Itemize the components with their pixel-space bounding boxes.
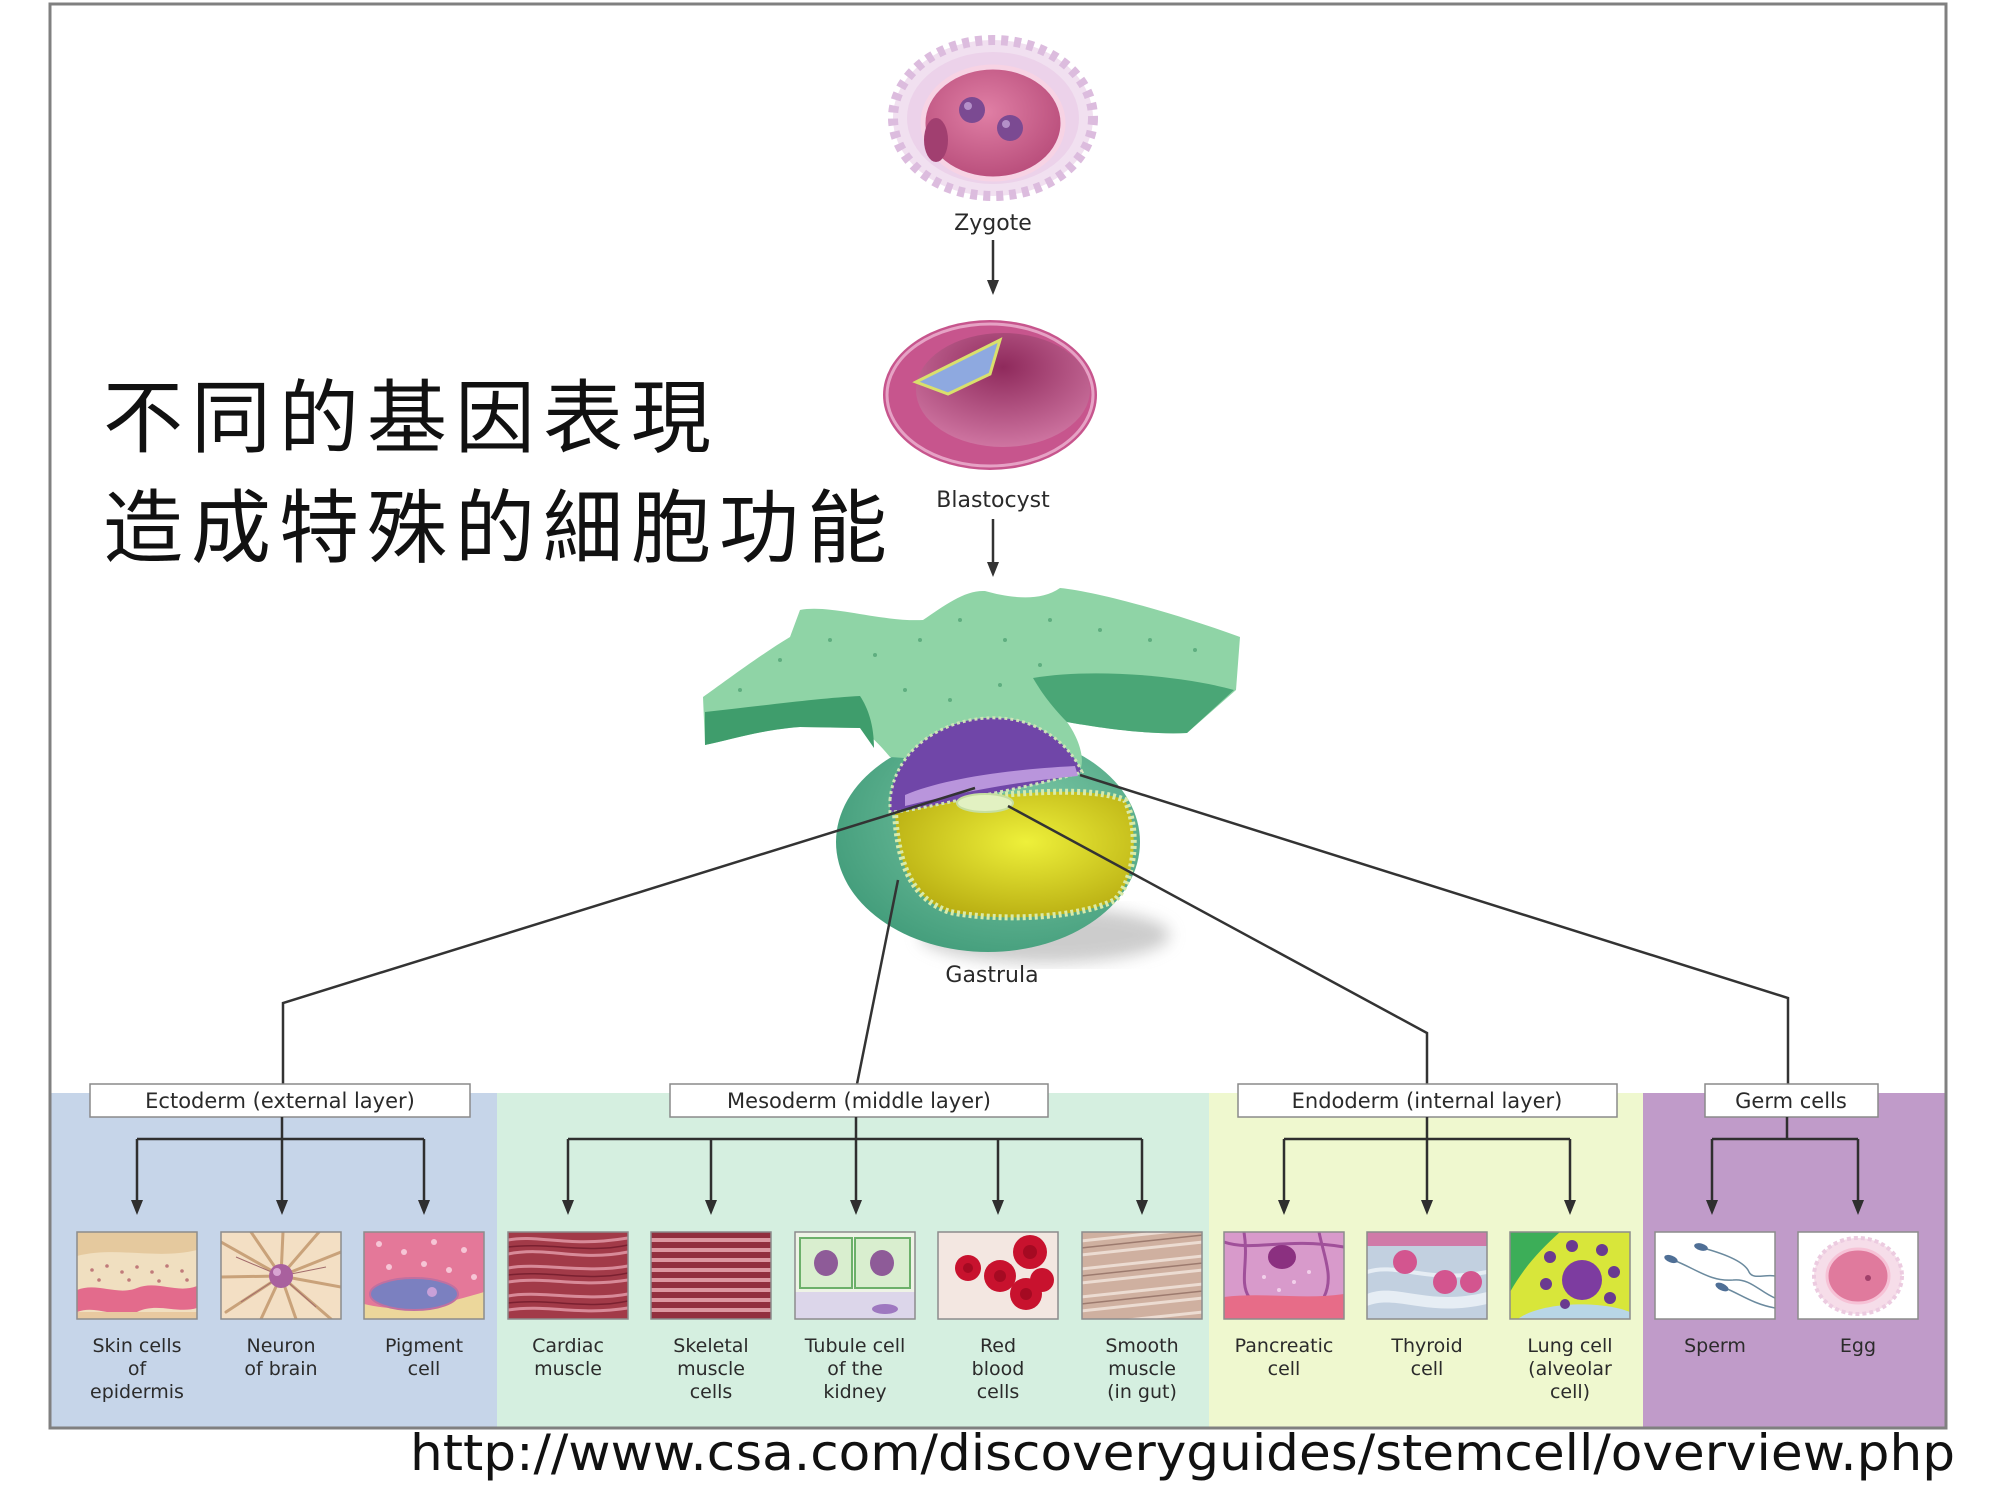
cell-label: cells [690, 1381, 733, 1403]
cell-label: Red [980, 1335, 1016, 1357]
arrow-down-icon [418, 1200, 430, 1215]
arrow-down-icon [1136, 1200, 1148, 1215]
red-blood-cells-image [937, 1231, 1059, 1320]
skin-cells-image [76, 1231, 198, 1320]
zygote-illustration [888, 35, 1098, 201]
connector-ectoderm [281, 786, 976, 1084]
thyroid-cell-image [1366, 1231, 1488, 1320]
cell-label: cell [1268, 1358, 1301, 1380]
arrow-down-icon [562, 1200, 574, 1215]
arrow-down-icon [1706, 1200, 1718, 1215]
arrow-down-icon [705, 1200, 717, 1215]
cell-label: muscle [677, 1358, 745, 1380]
cell-label: of brain [244, 1358, 317, 1380]
cell-label: (alveolar [1528, 1358, 1612, 1380]
blastocyst-label: Blastocyst [936, 488, 1050, 513]
cell-label: of [128, 1358, 148, 1380]
cell-label: Pigment [385, 1335, 463, 1357]
cell-label: cell [1411, 1358, 1444, 1380]
source-url: http://www.csa.com/discoveryguides/stemc… [410, 1424, 1955, 1482]
diagram-frame [48, 2, 1948, 1430]
kidney-tubule-image [794, 1231, 916, 1320]
pronucleus [997, 115, 1023, 141]
smooth-muscle-image [1081, 1231, 1203, 1320]
cell-label: (in gut) [1107, 1381, 1177, 1403]
cell-label: muscle [1108, 1358, 1176, 1380]
arrow-down-icon [1852, 1200, 1864, 1215]
cell-labels: Skin cells of epidermis Neuron of brain … [90, 1335, 1876, 1403]
cell-label: cell) [1550, 1381, 1590, 1403]
egg-image [1797, 1231, 1919, 1320]
cell-label: Smooth [1105, 1335, 1178, 1357]
cell-label: of the [827, 1358, 883, 1380]
cell-label: Thyroid [1390, 1335, 1462, 1357]
pancreatic-cell-image [1223, 1231, 1345, 1320]
arrow-down-icon [1421, 1200, 1433, 1215]
mesoderm-label-box: Mesoderm (middle layer) [669, 1083, 1049, 1118]
cell-label: Pancreatic [1235, 1335, 1334, 1357]
inner-cell-mass [912, 337, 1003, 396]
germ-cells-label-box: Germ cells [1704, 1083, 1879, 1118]
cell-label: cell [408, 1358, 441, 1380]
ectoderm-label-box: Ectoderm (external layer) [89, 1083, 471, 1118]
lung-cell-image [1509, 1231, 1631, 1320]
arrow-down-icon [992, 1200, 1004, 1215]
arrow-down-icon [850, 1200, 862, 1215]
germ-cells-branches [1706, 1117, 1864, 1215]
endoderm-branches [1278, 1117, 1576, 1215]
cell-label: muscle [534, 1358, 602, 1380]
germ-cells-label: Germ cells [1735, 1089, 1847, 1113]
cell-label: Tubule cell [804, 1335, 906, 1357]
ectoderm-label: Ectoderm (external layer) [145, 1089, 415, 1113]
ectoderm-branches [131, 1117, 430, 1215]
pronucleus [959, 97, 985, 123]
notochord [956, 793, 1014, 813]
endoderm-label-box: Endoderm (internal layer) [1237, 1083, 1618, 1118]
connector-mesoderm [855, 879, 900, 1085]
cell-label: Sperm [1684, 1335, 1746, 1357]
arrow-down-icon [276, 1200, 288, 1215]
arrow-down-icon [987, 240, 999, 295]
mesoderm-label: Mesoderm (middle layer) [727, 1089, 991, 1113]
skeletal-muscle-image [650, 1231, 772, 1320]
gastrula-label: Gastrula [945, 963, 1038, 988]
arrow-down-icon [131, 1200, 143, 1215]
arrow-down-icon [987, 519, 999, 577]
gastrula-illustration [703, 588, 1240, 963]
cell-label: Lung cell [1527, 1335, 1612, 1357]
neuron-image [220, 1231, 342, 1320]
cell-label: cells [977, 1381, 1020, 1403]
cell-label: blood [972, 1358, 1025, 1380]
sperm-image [1654, 1231, 1776, 1320]
connector-germ-cells [1079, 773, 1790, 1084]
endoderm-label: Endoderm (internal layer) [1292, 1089, 1563, 1113]
connector-endoderm [1007, 804, 1429, 1084]
cell-label: epidermis [90, 1381, 184, 1403]
pigment-cell-image [363, 1231, 485, 1320]
zygote-label: Zygote [954, 211, 1032, 236]
arrow-down-icon [1564, 1200, 1576, 1215]
cell-label: Cardiac [532, 1335, 604, 1357]
cell-label: Egg [1840, 1335, 1876, 1357]
arrow-down-icon [1278, 1200, 1290, 1215]
cell-label: Skeletal [673, 1335, 748, 1357]
cell-label: Skin cells [92, 1335, 181, 1357]
cell-label: kidney [823, 1381, 886, 1403]
cardiac-muscle-image [507, 1231, 629, 1320]
cell-label: Neuron [246, 1335, 315, 1357]
mesoderm-branches [562, 1117, 1148, 1215]
slide-title-line-1: 不同的基因表現 [103, 372, 719, 465]
blastocyst-illustration [883, 320, 1097, 470]
slide-title-line-2: 造成特殊的細胞功能 [103, 482, 895, 575]
